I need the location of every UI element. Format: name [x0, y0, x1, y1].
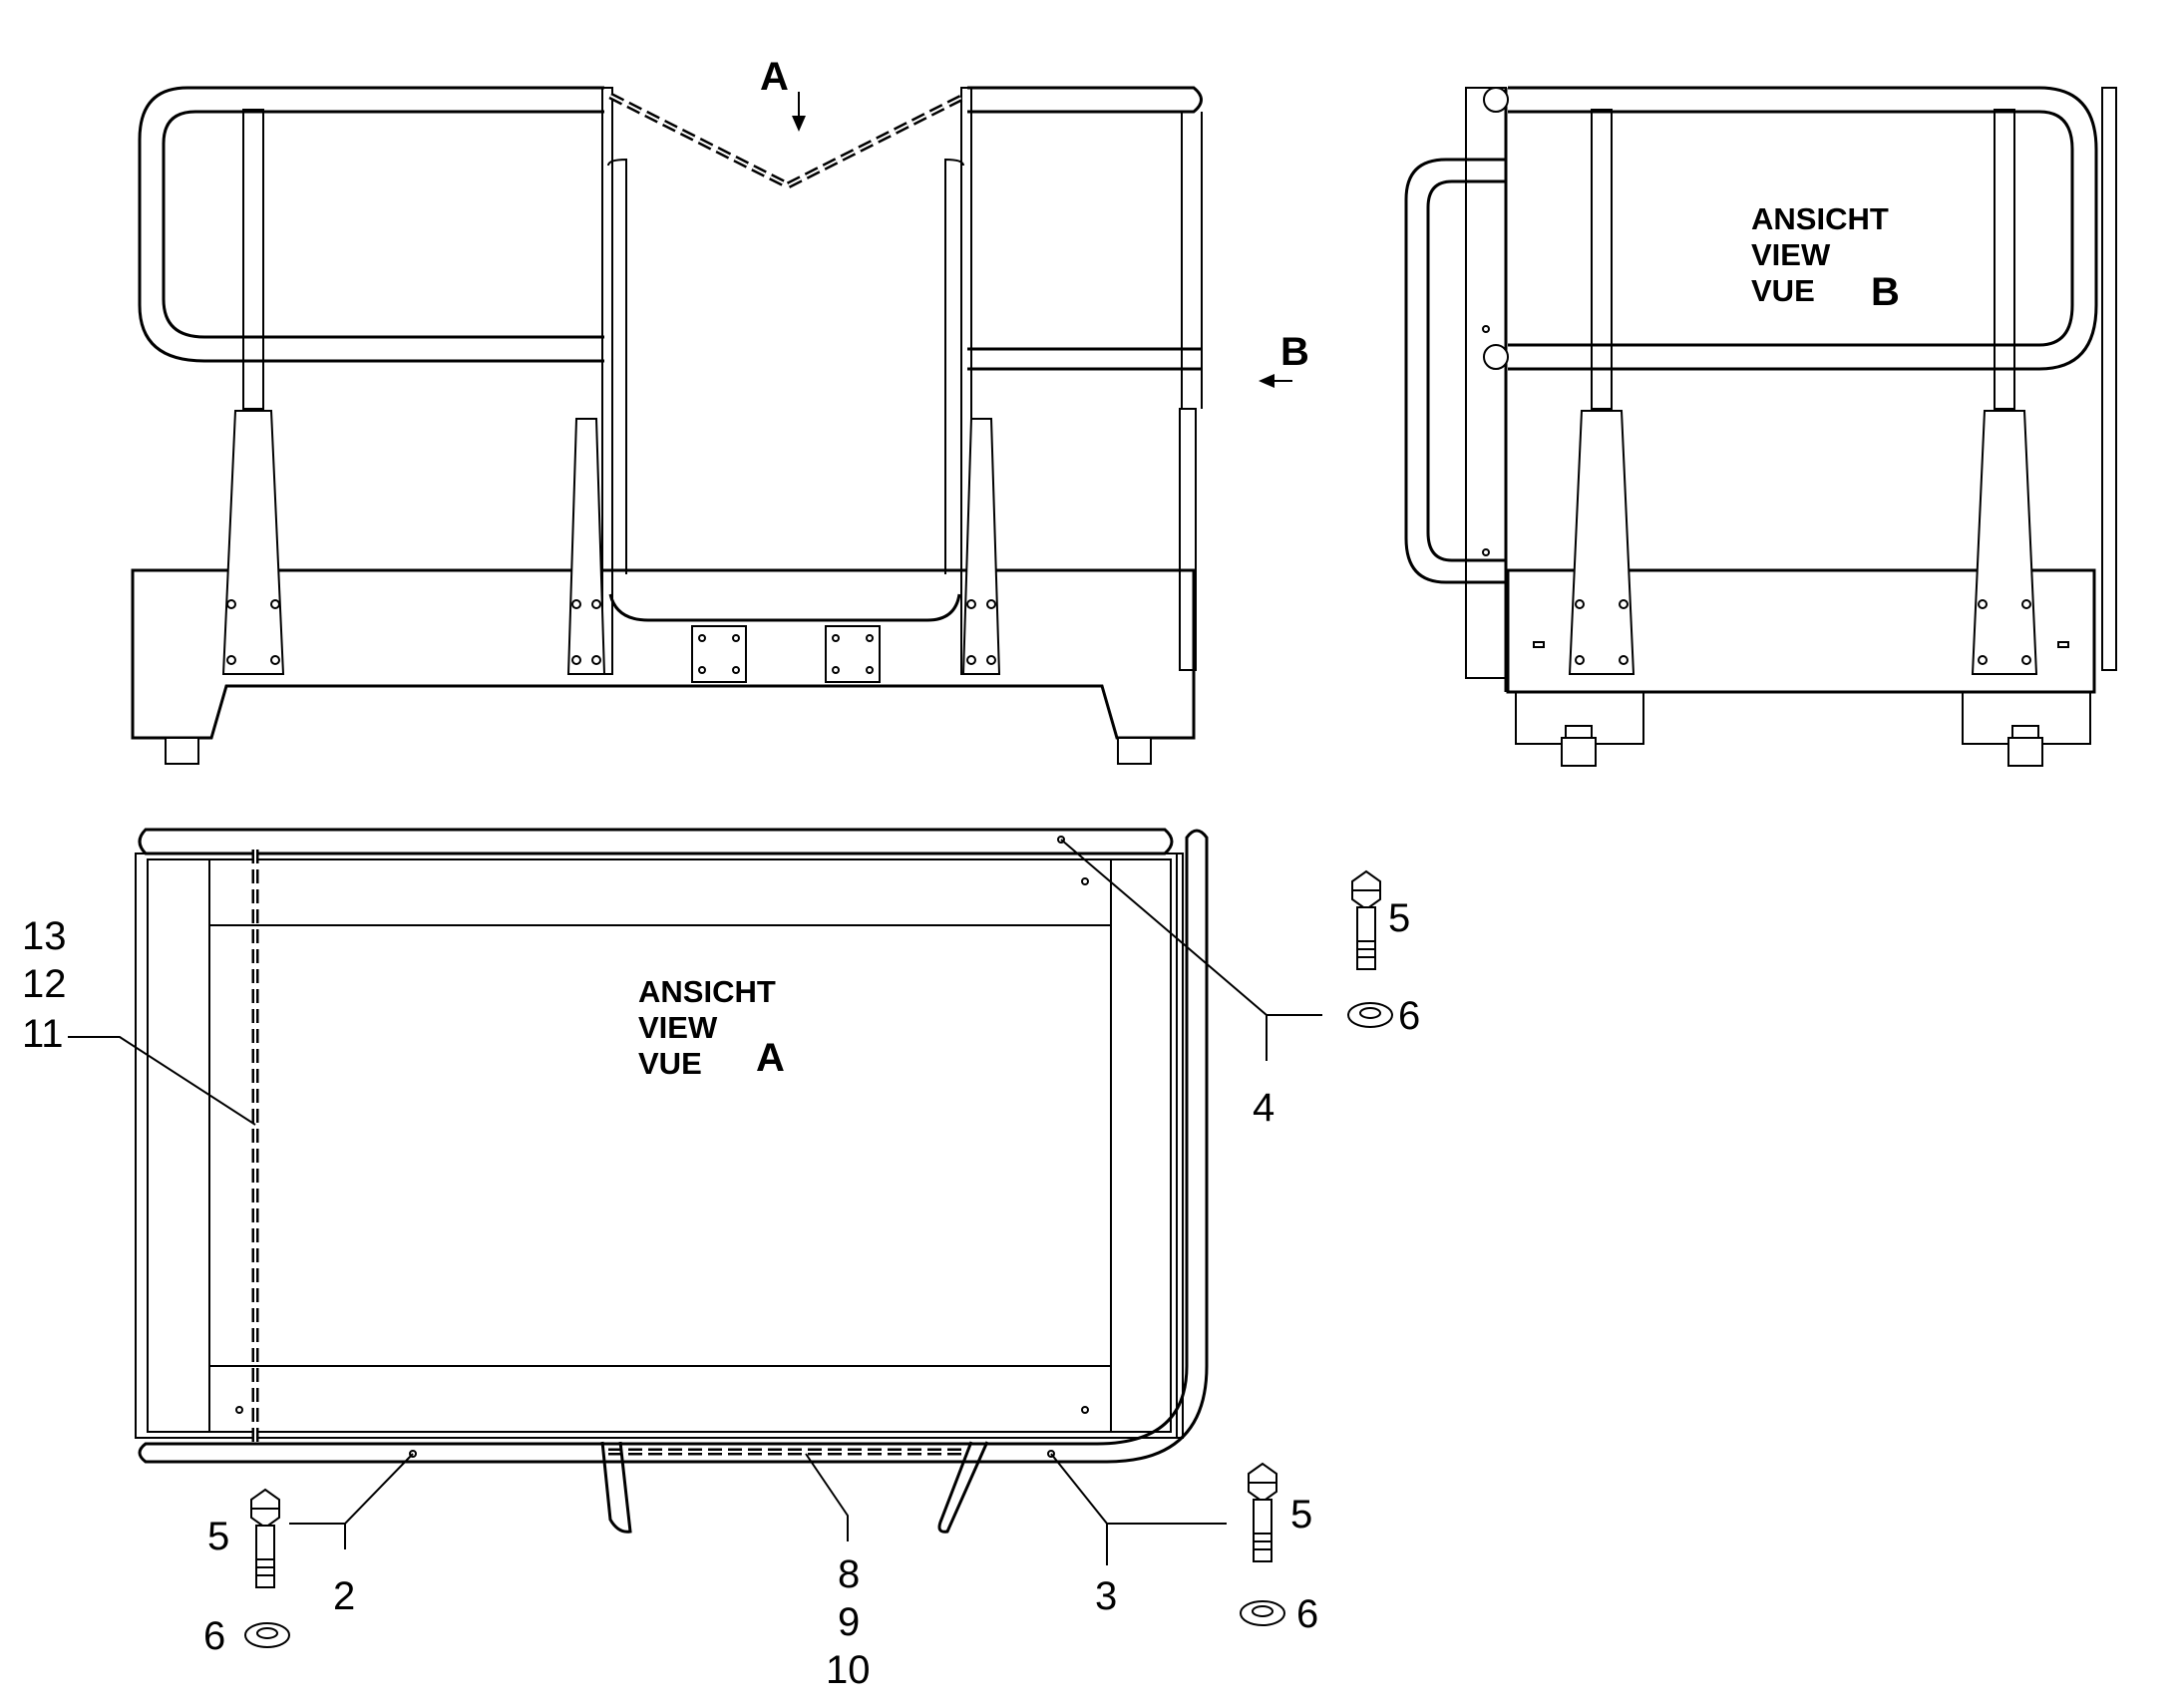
callout-6-bottom-left: 6 — [203, 1614, 225, 1658]
top-view-a: ANSICHT VIEW VUE A — [135, 828, 1209, 1534]
view-a-letter: A — [756, 1036, 785, 1080]
view-a-caption-de: ANSICHT — [638, 974, 776, 1009]
callout-12: 12 — [22, 962, 67, 1006]
callout-10: 10 — [826, 1648, 871, 1692]
view-b-letter: B — [1871, 270, 1900, 314]
callout-6-bottom-right: 6 — [1296, 1592, 1318, 1636]
view-b-arrow-letter: B — [1280, 330, 1309, 374]
view-a-arrow-icon — [792, 92, 806, 132]
hex-bolt-icon — [1351, 870, 1381, 970]
front-view: A B — [131, 55, 1309, 765]
callout-11: 11 — [22, 1012, 64, 1056]
view-b-arrow-icon — [1259, 374, 1292, 388]
callouts: 13 12 11 5 6 4 5 2 6 5 3 6 8 9 10 — [22, 896, 1420, 1692]
view-a-caption-en: VIEW — [638, 1010, 718, 1045]
view-a-arrow-letter: A — [760, 55, 789, 99]
callout-5-bottom-right: 5 — [1290, 1493, 1312, 1537]
washer-icon — [1240, 1600, 1285, 1626]
front-holes — [226, 599, 996, 674]
callout-4: 4 — [1253, 1086, 1274, 1130]
callout-3: 3 — [1095, 1574, 1117, 1618]
view-b-caption-de: ANSICHT — [1751, 201, 1889, 236]
callout-9: 9 — [838, 1600, 860, 1644]
side-holes — [1482, 325, 2069, 665]
callout-8: 8 — [838, 1552, 860, 1596]
hex-bolt-icon — [250, 1489, 280, 1588]
hex-bolt-icon — [1248, 1463, 1277, 1562]
view-a-caption-fr: VUE — [638, 1046, 702, 1081]
callout-2: 2 — [333, 1574, 355, 1618]
callout-5-top: 5 — [1388, 896, 1410, 940]
callout-6-top: 6 — [1398, 994, 1420, 1038]
view-b-caption-fr: VUE — [1751, 273, 1815, 308]
washer-icon — [1347, 1002, 1393, 1028]
callout-5-bottom-left: 5 — [207, 1515, 229, 1558]
leader-lines — [68, 839, 1322, 1565]
top-holes — [235, 836, 1089, 1458]
callout-13: 13 — [22, 914, 67, 958]
view-b-caption-en: VIEW — [1751, 237, 1831, 272]
side-view-b: ANSICHT VIEW VUE B — [1404, 86, 2117, 767]
washer-icon — [244, 1622, 290, 1648]
front-chain — [608, 92, 967, 189]
